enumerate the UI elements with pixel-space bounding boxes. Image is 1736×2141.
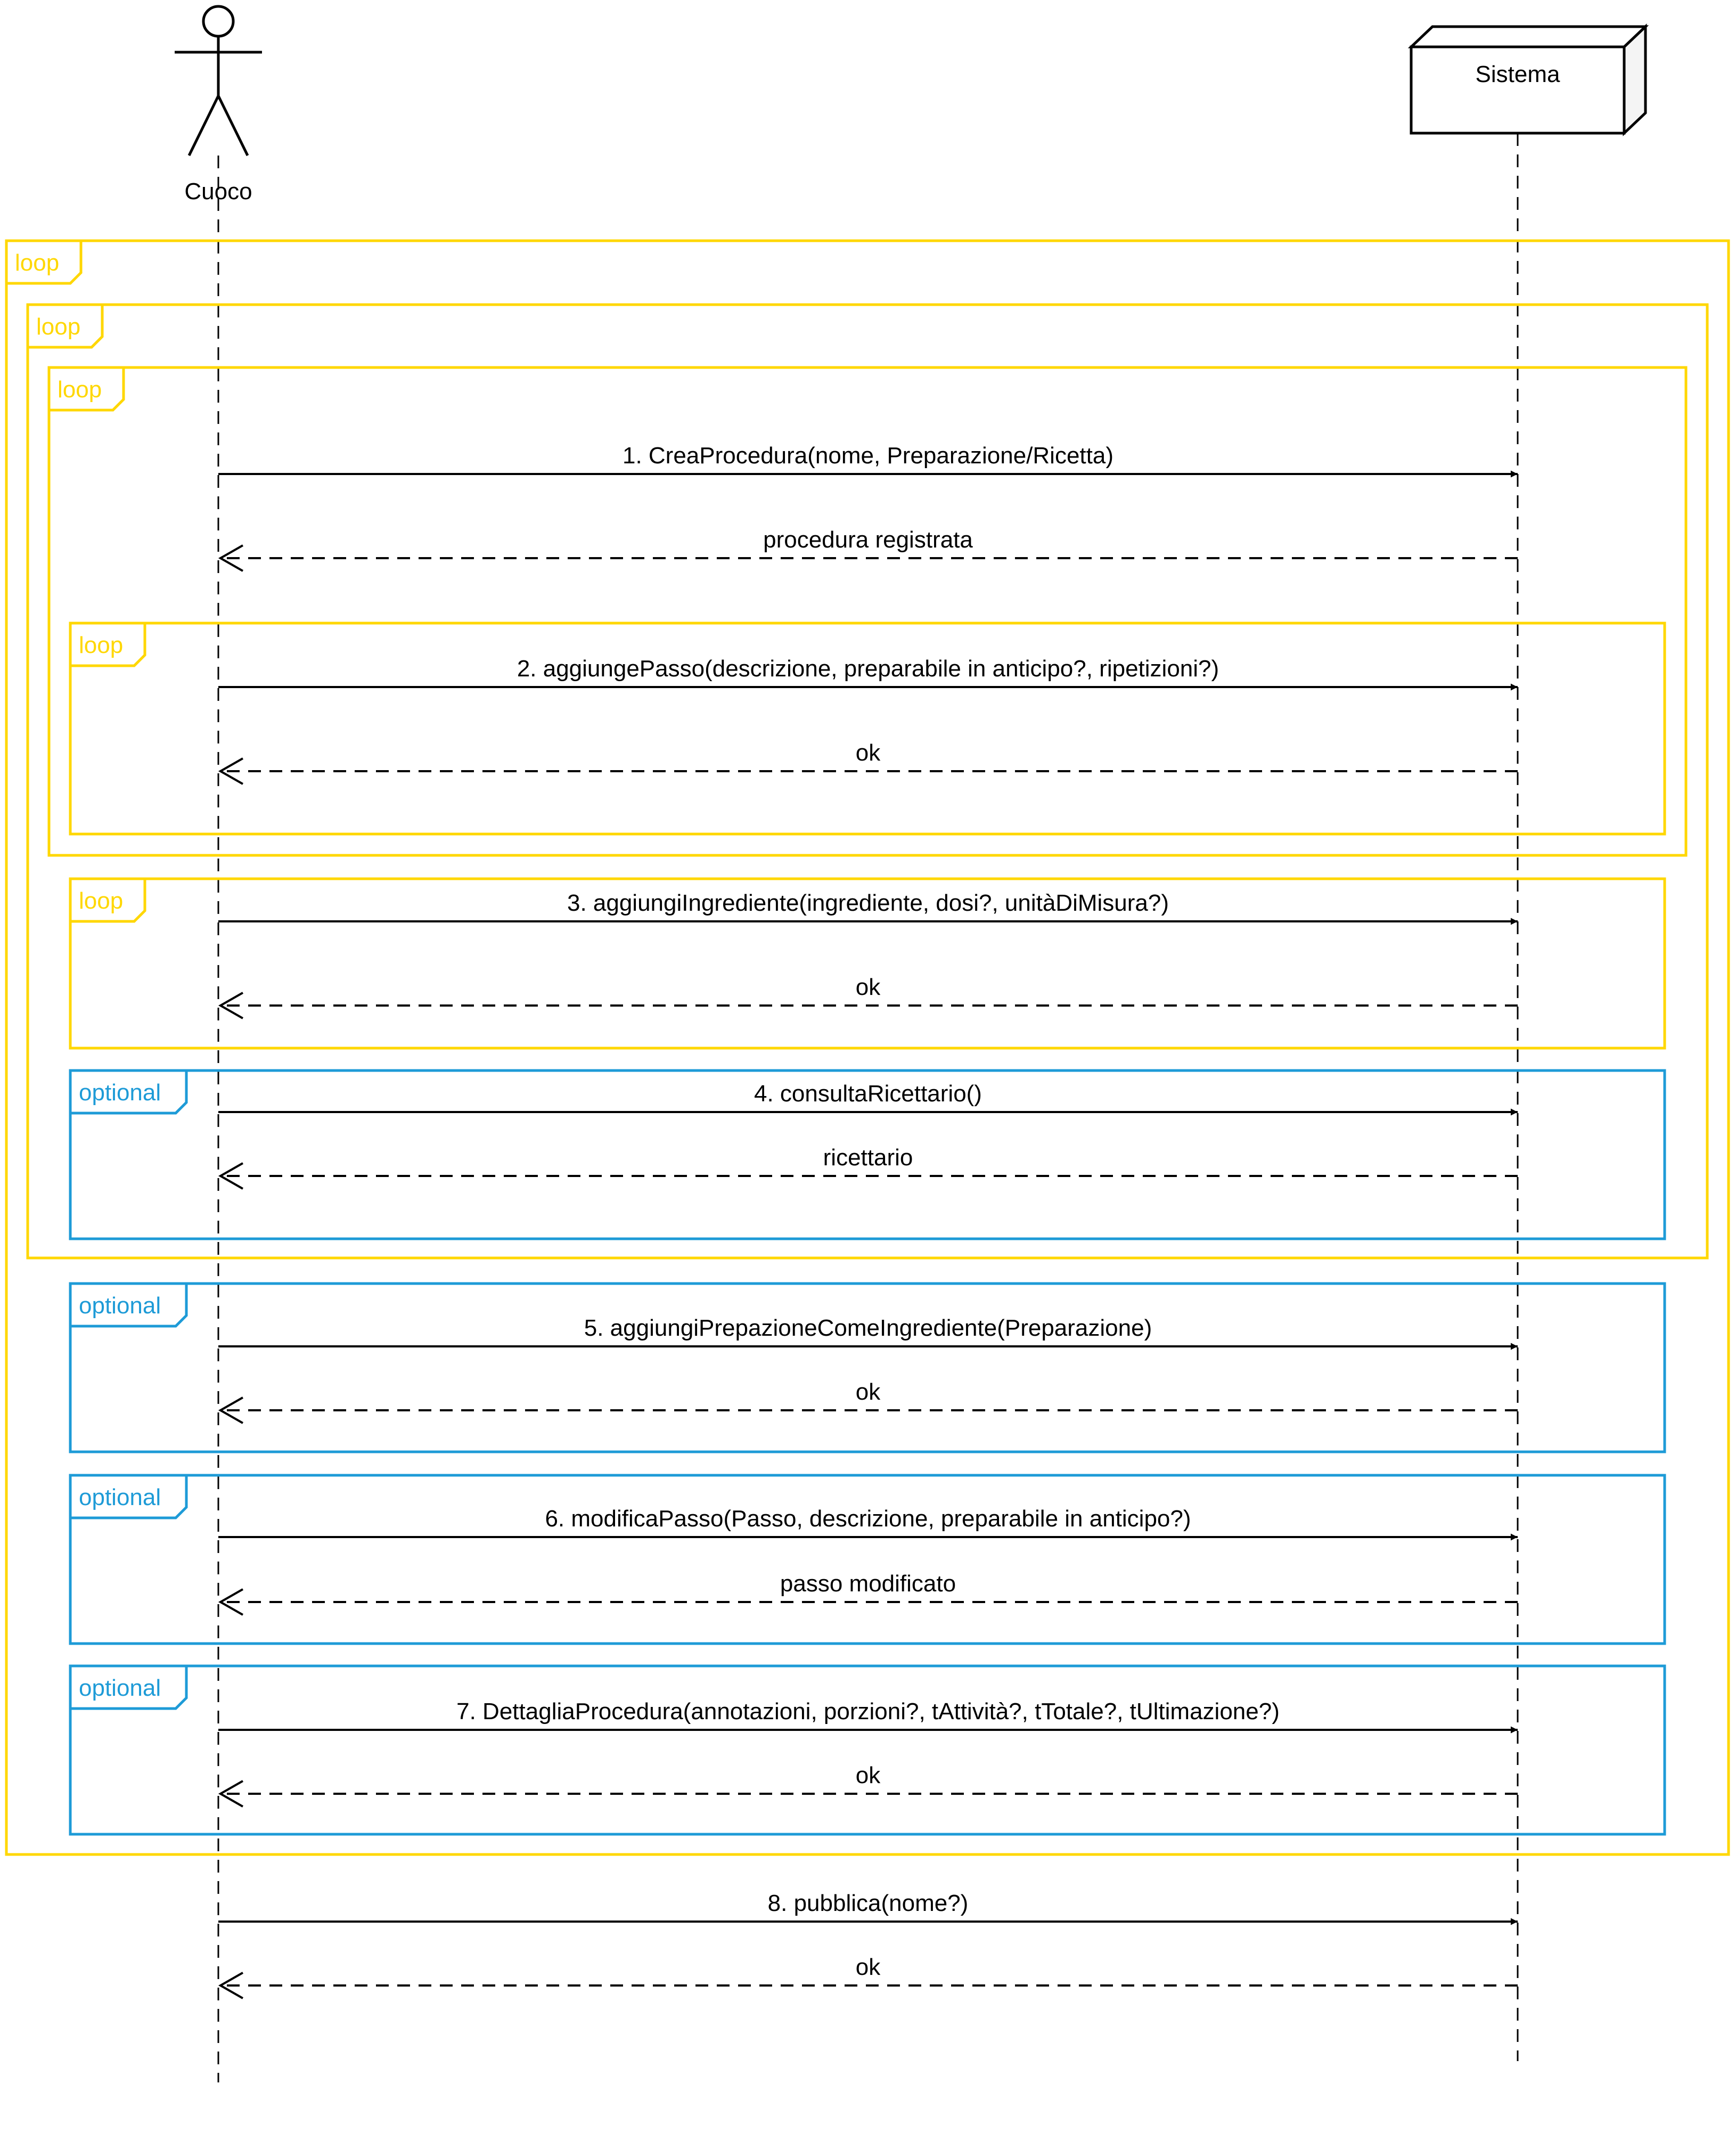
actor-cuoco: Cuoco xyxy=(175,5,262,205)
message-pair: 5. aggiungiPrepazioneComeIngrediente(Pre… xyxy=(218,1315,1518,1424)
fragment-tab xyxy=(70,1284,188,1328)
combined-fragments: loop loop loop loop loop optional optional opti… xyxy=(5,239,1730,1856)
reply-label: ricettario xyxy=(823,1145,913,1171)
fragment-tab xyxy=(70,1070,188,1115)
fragment-frame xyxy=(69,1069,1666,1240)
fragment-label: loop xyxy=(79,888,123,914)
fragment-tab xyxy=(49,367,125,412)
fragment-label: optional xyxy=(79,1080,161,1106)
call-label: 8. pubblica(nome?) xyxy=(768,1890,969,1916)
fragment-label: optional xyxy=(79,1293,161,1319)
reply-label: passo modificato xyxy=(780,1571,956,1597)
message-pair: 6. modificaPasso(Passo, descrizione, pre… xyxy=(218,1506,1518,1616)
fragment-tab xyxy=(28,305,104,349)
fragment-loop: loop xyxy=(47,366,1688,857)
fragment-frame xyxy=(69,622,1666,836)
fragment-label: loop xyxy=(15,250,59,276)
fragment-optional: optional xyxy=(69,1664,1666,1836)
fragment-tab xyxy=(6,241,83,285)
reply-label: procedura registrata xyxy=(763,527,973,553)
fragment-frame xyxy=(69,1664,1666,1836)
message-pair: 3. aggiungiIngrediente(ingrediente, dosi… xyxy=(218,890,1518,1019)
system-box-top xyxy=(1407,25,1649,48)
message-pair: 1. CreaProcedura(nome, Preparazione/Rice… xyxy=(218,443,1518,572)
fragment-label: loop xyxy=(36,314,80,340)
fragment-label: loop xyxy=(79,632,123,658)
actor-left-leg xyxy=(187,95,220,157)
reply-label: ok xyxy=(856,740,881,766)
fragment-tab xyxy=(70,623,146,667)
fragment-frame xyxy=(69,877,1666,1050)
fragment-tab xyxy=(70,879,146,923)
reply-arrowhead xyxy=(218,992,243,1019)
fragment-optional: optional xyxy=(69,1282,1666,1453)
call-label: 1. CreaProcedura(nome, Preparazione/Rice… xyxy=(623,443,1113,469)
system-node: Sistema xyxy=(1407,23,1649,136)
message-pair: 2. aggiungePasso(descrizione, preparabil… xyxy=(218,656,1518,785)
fragment-frame xyxy=(69,1474,1666,1645)
messages: 1. CreaProcedura(nome, Preparazione/Rice… xyxy=(218,443,1518,1999)
reply-arrowhead xyxy=(218,1780,243,1808)
message-pair: 7. DettagliaProcedura(annotazioni, porzi… xyxy=(218,1698,1518,1808)
reply-label: ok xyxy=(856,1379,881,1405)
fragment-tab xyxy=(70,1475,188,1519)
fragment-optional: optional xyxy=(69,1474,1666,1645)
call-label: 6. modificaPasso(Passo, descrizione, pre… xyxy=(545,1506,1191,1532)
fragment-loop: loop xyxy=(26,303,1709,1260)
fragment-frame xyxy=(5,239,1730,1856)
reply-arrowhead xyxy=(218,1396,243,1424)
system-box-front xyxy=(1410,45,1626,135)
fragment-frame xyxy=(26,303,1709,1260)
reply-label: ok xyxy=(856,974,881,1000)
call-label: 3. aggiungiIngrediente(ingrediente, dosi… xyxy=(567,890,1169,916)
reply-arrowhead xyxy=(218,757,243,785)
call-label: 2. aggiungePasso(descrizione, preparabil… xyxy=(517,656,1219,682)
actor-right-leg xyxy=(217,95,249,157)
fragment-loop: loop xyxy=(69,877,1666,1050)
system-box-side xyxy=(1623,23,1647,136)
message-pair: 8. pubblica(nome?) ok xyxy=(218,1890,1518,1999)
call-label: 5. aggiungiPrepazioneComeIngrediente(Pre… xyxy=(584,1315,1152,1341)
call-label: 7. DettagliaProcedura(annotazioni, porzi… xyxy=(456,1698,1280,1725)
reply-arrowhead xyxy=(218,1588,243,1616)
fragment-label: optional xyxy=(79,1675,161,1701)
fragment-frame xyxy=(47,366,1688,857)
reply-arrowhead xyxy=(218,1972,243,1999)
actor-head xyxy=(202,5,235,38)
fragment-loop: loop xyxy=(5,239,1730,1856)
fragment-tab xyxy=(70,1666,188,1710)
fragment-frame xyxy=(69,1282,1666,1453)
system-name: Sistema xyxy=(1476,61,1560,87)
message-pair: 4. consultaRicettario() ricettario xyxy=(218,1081,1518,1190)
fragment-optional: optional xyxy=(69,1069,1666,1240)
reply-arrowhead xyxy=(218,1162,243,1190)
reply-label: ok xyxy=(856,1954,881,1980)
reply-arrowhead xyxy=(218,544,243,572)
call-label: 4. consultaRicettario() xyxy=(754,1081,982,1107)
fragment-loop: loop xyxy=(69,622,1666,836)
fragment-label: loop xyxy=(58,377,102,403)
reply-label: ok xyxy=(856,1762,881,1788)
fragment-label: optional xyxy=(79,1484,161,1510)
